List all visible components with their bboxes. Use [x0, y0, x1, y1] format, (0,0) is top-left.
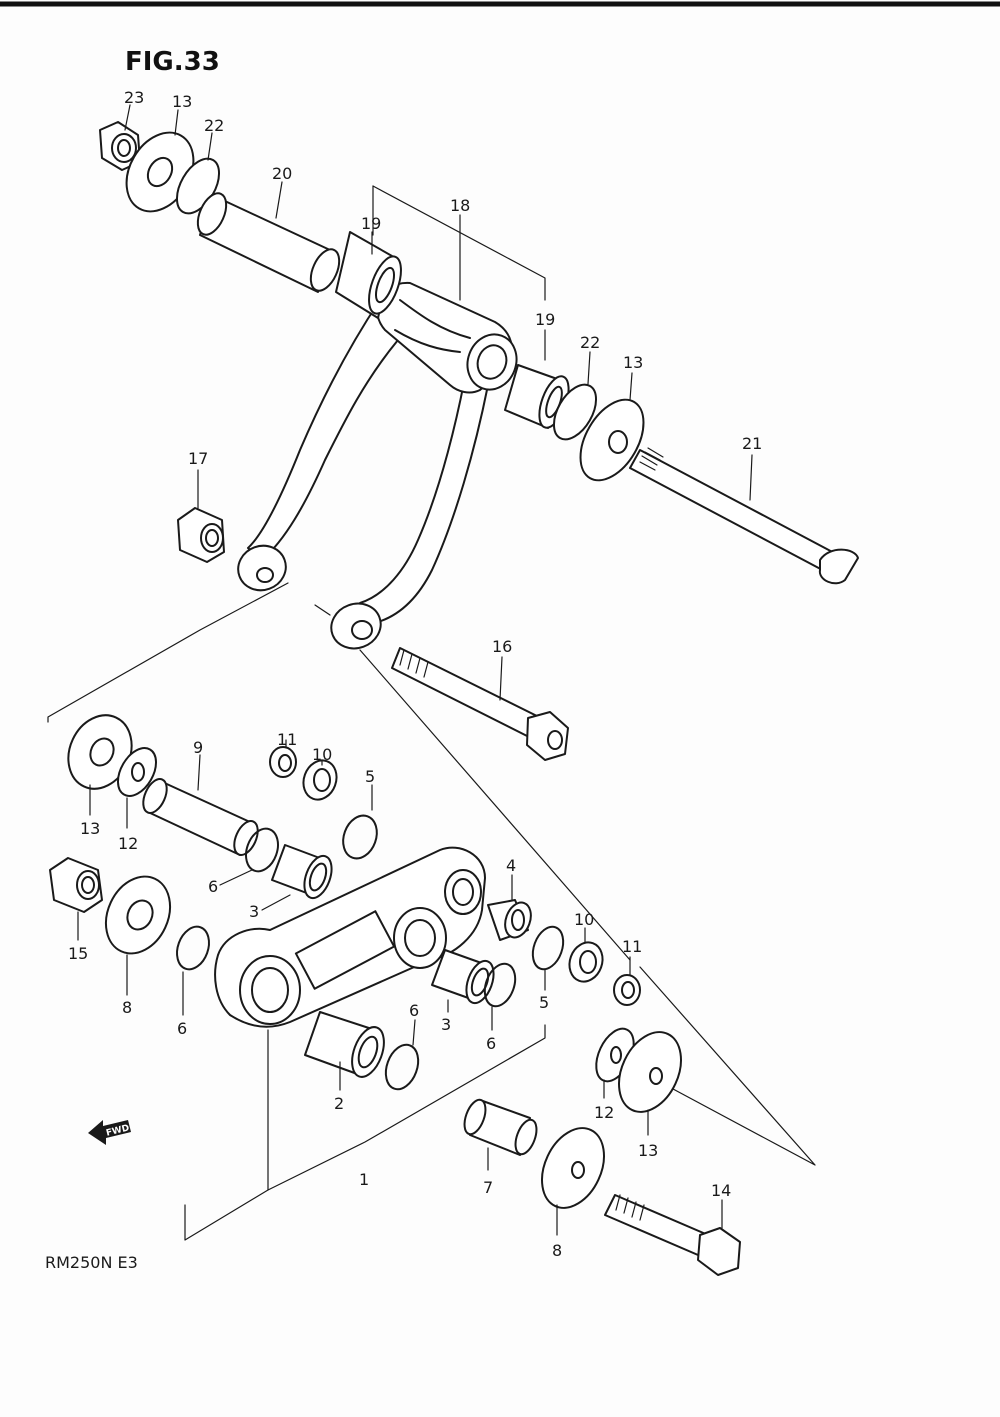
callout-22-top: 22: [204, 116, 224, 135]
bushing-part-11-lower: [613, 956, 641, 1006]
callout-23: 23: [124, 88, 144, 107]
model-code: RM250N E3: [45, 1253, 138, 1272]
bearing-part-2: [304, 1011, 385, 1091]
callout-4: 4: [506, 856, 516, 875]
assembly-leader-right: [359, 649, 631, 961]
callout-19-right: 19: [535, 310, 555, 329]
assembly-leader-left: [47, 582, 289, 723]
washer-part-8-lower: [541, 1127, 605, 1236]
callout-20: 20: [272, 164, 292, 183]
cushion-lever-part-18: [237, 185, 546, 650]
shim-part-22-right: [552, 351, 598, 441]
callout-19-left: 19: [361, 214, 381, 233]
callout-12-lower-right: 12: [594, 1103, 614, 1122]
shim-part-12-lower-left: [117, 747, 157, 829]
nut-part-15: [49, 857, 103, 941]
callout-11-lower: 11: [622, 937, 642, 956]
circlip-part-6-right: [483, 962, 517, 1031]
callout-21: 21: [742, 434, 762, 453]
callout-11-top: 11: [277, 730, 297, 749]
callout-13-lower-left: 13: [80, 819, 100, 838]
callout-8-lower: 8: [552, 1241, 562, 1260]
bolt-part-21: [629, 447, 859, 585]
callout-10-lower: 10: [574, 910, 594, 929]
callout-22-right: 22: [580, 333, 600, 352]
circlip-part-6-upper: [219, 827, 279, 886]
callout-15: 15: [68, 944, 88, 963]
callout-9: 9: [193, 738, 203, 757]
callout-14: 14: [711, 1181, 731, 1200]
callout-13-right: 13: [623, 353, 643, 372]
callout-3-upper: 3: [249, 902, 259, 921]
nut-part-17: [177, 469, 225, 563]
callout-labels: 23 13 22 20 18 19 19 22 13 21 17 16 9 11…: [68, 88, 762, 1260]
bolt-part-14: [604, 1194, 741, 1276]
seal-part-10-lower: [568, 927, 604, 983]
figure-title: FIG.33: [125, 47, 220, 77]
callout-7: 7: [483, 1178, 493, 1197]
circlip-part-5-right: [531, 925, 565, 991]
callout-1: 1: [359, 1170, 369, 1189]
callout-12-lower-left: 12: [118, 834, 138, 853]
bearing-part-19-right: [504, 329, 570, 429]
circlip-part-6-bottom: [384, 1019, 420, 1091]
callout-13-top: 13: [172, 92, 192, 111]
assembly-leader-tick: [314, 604, 331, 616]
assembly-leader-lower-right: [639, 966, 816, 1166]
callout-2: 2: [334, 1094, 344, 1113]
callout-5-top: 5: [365, 767, 375, 786]
collar-part-7: [463, 1098, 538, 1171]
callout-17: 17: [188, 449, 208, 468]
bearing-part-19-left: [335, 231, 402, 319]
callout-8-left: 8: [122, 998, 132, 1017]
callout-6-upper: 6: [208, 877, 218, 896]
callout-16: 16: [492, 637, 512, 656]
spacer-part-9: [142, 754, 259, 856]
bolt-part-16: [391, 647, 569, 761]
callout-18: 18: [450, 196, 470, 215]
bushing-part-11-top: [269, 739, 297, 778]
circlip-part-6-left: [176, 925, 210, 1016]
callout-6-bottom: 6: [409, 1001, 419, 1020]
callout-10-top: 10: [312, 745, 332, 764]
nut-part-23: [99, 104, 141, 171]
washer-part-13-lower-right: [618, 1031, 682, 1136]
bushing-part-4: [487, 874, 532, 941]
bearing-part-3-upper: [261, 844, 333, 911]
callout-13-lower-right: 13: [638, 1141, 658, 1160]
washer-part-8-left: [104, 875, 172, 996]
callout-6-right: 6: [486, 1034, 496, 1053]
callout-6-left: 6: [177, 1019, 187, 1038]
callout-5-right: 5: [539, 993, 549, 1012]
forward-direction-icon: FWD: [88, 1120, 131, 1145]
callout-3-lower: 3: [441, 1015, 451, 1034]
washer-part-13-right: [579, 372, 645, 482]
circlip-part-5-top: [342, 784, 378, 860]
spacer-part-20: [196, 181, 341, 293]
seal-part-10-top: [302, 759, 338, 801]
cushion-rod-part-1: [184, 846, 546, 1241]
